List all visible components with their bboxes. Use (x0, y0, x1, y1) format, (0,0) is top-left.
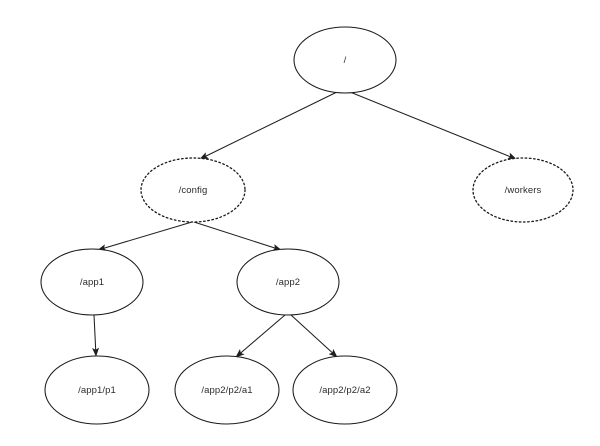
node-label-root: / (344, 55, 347, 66)
nodes-layer: / /config/workers/app1/app2/app1/p1/app2/… (40, 26, 574, 425)
node-root[interactable]: / (293, 26, 397, 94)
edge-app2-to-app2p2a1 (235, 314, 286, 358)
node-shape-app2[interactable] (236, 248, 340, 316)
node-workers[interactable]: /workers (472, 157, 574, 223)
node-label-app2: /app2 (276, 277, 300, 288)
edge-root-to-workers (349, 91, 517, 160)
node-label-app1: /app1 (80, 277, 104, 288)
node-app2p2a1[interactable]: /app2/p2/a1 (174, 355, 280, 425)
edge-root-to-config (199, 91, 338, 160)
node-label-app2p2a1: /app2/p2/a1 (201, 385, 252, 396)
edge-app1-to-app1p1 (92, 314, 100, 357)
node-shape-app2p2a2[interactable] (292, 355, 398, 425)
node-app2[interactable]: /app2 (236, 248, 340, 316)
edges-layer (92, 91, 517, 358)
node-shape-app1[interactable] (40, 248, 144, 316)
node-shape-config[interactable] (140, 157, 246, 223)
node-shape-app2p2a1[interactable] (174, 355, 280, 425)
edge-config-to-app2 (193, 221, 282, 251)
node-shape-root[interactable] (293, 26, 397, 94)
node-config[interactable]: /config (140, 157, 246, 223)
edge-config-to-app1 (97, 221, 193, 252)
node-shape-workers[interactable] (472, 157, 574, 223)
node-label-app2p2a2: /app2/p2/a2 (319, 385, 370, 396)
node-app1p1[interactable]: /app1/p1 (44, 355, 150, 425)
node-label-app1p1: /app1/p1 (78, 385, 116, 396)
node-label-workers: /workers (505, 185, 542, 196)
node-shape-app1p1[interactable] (44, 355, 150, 425)
node-label-config: /config (179, 185, 208, 196)
edge-app2-to-app2p2a2 (290, 314, 338, 358)
node-app1[interactable]: /app1 (40, 248, 144, 316)
node-app2p2a2[interactable]: /app2/p2/a2 (292, 355, 398, 425)
